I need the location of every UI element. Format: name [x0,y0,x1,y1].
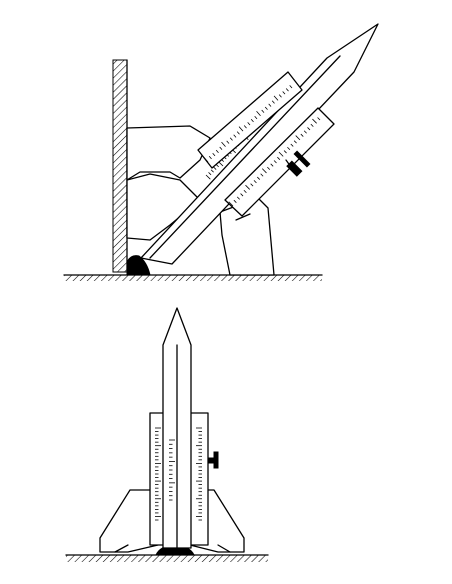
scale-tick [212,152,216,157]
scale-tick [256,110,261,117]
scale-tick [282,91,286,95]
scale-tick [208,156,212,160]
scale-tick [233,134,237,138]
left-scale-ticks [155,427,161,521]
angled-gauge-view [63,23,379,281]
vernier-scale-ticks [228,117,321,207]
scale-tick [290,143,294,147]
scale-tick [317,117,321,121]
scale-tick [215,149,219,154]
scale-tick [312,118,317,124]
scale-tick [236,131,240,135]
scale-tick [278,94,282,98]
wall-hatched-surface [112,59,128,273]
scale-tick [228,201,234,207]
scale-tick [213,166,217,170]
gauge-body [126,125,275,276]
scale-tick [229,137,233,141]
scale-tick [250,183,254,187]
scale-tick [240,193,244,197]
scale-tick [285,88,289,92]
scale-tick [257,176,261,180]
scale-tick [254,115,258,120]
scale-tick [310,123,314,127]
scale-tick [267,166,271,170]
scale-tick [238,126,244,132]
ground-hatched-surface-bottom [66,555,268,562]
scale-tick [233,199,237,203]
scale-tick [250,119,254,123]
scale-tick [203,157,209,163]
scale-tick [300,133,304,137]
scale-tick [226,140,230,144]
scale-tick [271,100,275,104]
scale-tick [273,160,277,164]
scale-tick [307,127,311,131]
left-foot [99,489,159,553]
right-scale-ticks [196,427,202,521]
scale-tick [268,103,272,107]
scale-tick [260,173,264,177]
scale-tick [253,180,257,184]
center-scale-ticks [169,439,175,501]
scale-tick [287,146,291,151]
scale-tick [277,156,281,160]
scale-tick [247,122,251,126]
vertical-gauge-view [65,307,269,562]
ground-hatched-surface [64,275,322,281]
scale-tick [261,168,267,174]
scale-tick [245,184,251,190]
scale-tick [236,196,240,200]
scale-tick [293,140,297,144]
locking-screw-icon-bottom [207,451,219,469]
scale-tick [218,161,224,167]
scale-tick [243,189,247,194]
scale-tick [303,130,307,134]
scale-tick [261,109,265,113]
scale-tick [219,146,223,150]
scale-tick [295,135,301,141]
weld-bead [126,255,151,276]
scale-tick [210,169,214,173]
locking-screw-icon [285,150,311,177]
scale-tick [243,125,247,129]
scale-tick [221,141,226,147]
vernier-slider [197,71,335,217]
slider-scale-ticks [203,85,293,163]
scale-tick [205,174,211,180]
scale-tick [289,85,293,89]
scale-tick [278,151,284,157]
scale-tick [270,163,274,167]
scale-tick [208,172,212,176]
scale-tick [264,106,268,110]
scale-tick [273,95,279,101]
scale-tick [283,150,287,154]
